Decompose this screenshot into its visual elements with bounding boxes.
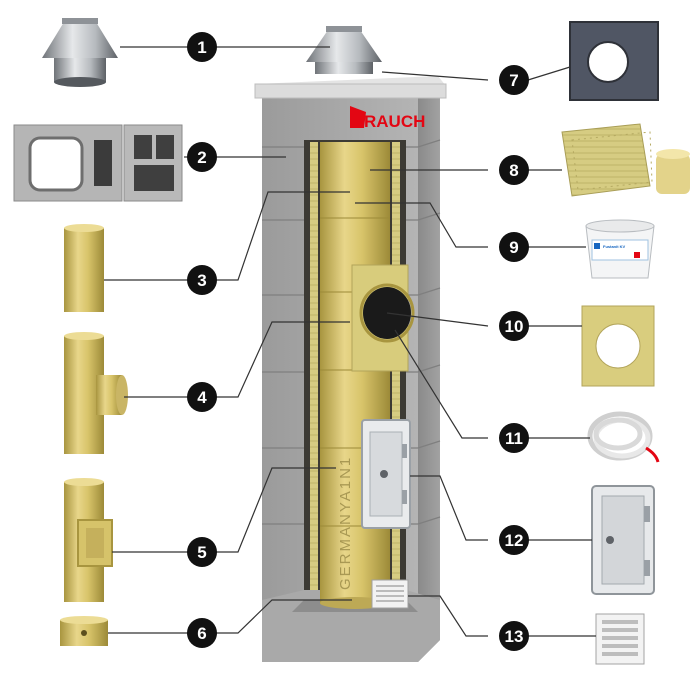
callout-13: 13 (499, 621, 529, 651)
product-label-text: Fustanit KV (603, 244, 626, 249)
callout-12: 12 (499, 525, 529, 555)
callout-6-number: 6 (197, 624, 206, 643)
ceramic-flue-liner (320, 142, 390, 609)
callout-9-number: 9 (509, 238, 518, 257)
callout-13-number: 13 (505, 627, 524, 646)
callout-5-number: 5 (197, 543, 206, 562)
callout-4: 4 (187, 382, 217, 412)
ceramic-pipe-image (64, 224, 104, 312)
callout-1-number: 1 (197, 38, 206, 57)
callout-badges: 1 2 3 4 5 6 7 8 (187, 32, 529, 651)
connection-plate-image (581, 305, 655, 387)
callout-11-number: 11 (505, 429, 523, 448)
callout-3-number: 3 (197, 271, 206, 290)
mineral-wool-image (561, 123, 690, 197)
callout-12-number: 12 (505, 531, 524, 550)
callout-1: 1 (187, 32, 217, 62)
callout-4-number: 4 (197, 388, 207, 407)
callout-5: 5 (187, 537, 217, 567)
callout-8: 8 (499, 155, 529, 185)
callout-7-number: 7 (509, 71, 518, 90)
callout-2: 2 (187, 142, 217, 172)
cleaning-door-image (591, 485, 655, 595)
sealing-rope-image (587, 411, 660, 463)
sealant-bucket-image: Fustanit KV (585, 219, 655, 279)
watermark-text: GERMANYA1N1 (337, 456, 354, 590)
connection-plate (351, 264, 415, 372)
cover-plate-image (569, 21, 659, 101)
ceramic-inspection-piece-image (64, 478, 113, 602)
callout-2-number: 2 (197, 148, 206, 167)
callout-6: 6 (187, 618, 217, 648)
cleaning-door (361, 419, 411, 529)
callout-3: 3 (187, 265, 217, 295)
vent-grille-image (595, 613, 645, 665)
chimney-side-face (418, 88, 440, 662)
brand-logo: RAUCH (350, 106, 425, 131)
ceramic-tee-image (64, 332, 128, 454)
leader-lines (104, 46, 596, 637)
callout-10-number: 10 (505, 317, 524, 336)
condensate-collector-image (60, 616, 108, 646)
callout-7: 7 (499, 65, 529, 95)
callout-11: 11 (499, 423, 529, 453)
callout-10: 10 (499, 311, 529, 341)
brand-logo-text: RAUCH (364, 112, 425, 131)
chimney-cover-plate (254, 76, 447, 99)
callout-9: 9 (499, 232, 529, 262)
rain-cap-image (42, 18, 118, 87)
ventilation-grille (371, 579, 409, 609)
callout-8-number: 8 (509, 161, 518, 180)
chimney-top-cap (306, 26, 382, 74)
chimney-blocks-image (13, 124, 183, 202)
